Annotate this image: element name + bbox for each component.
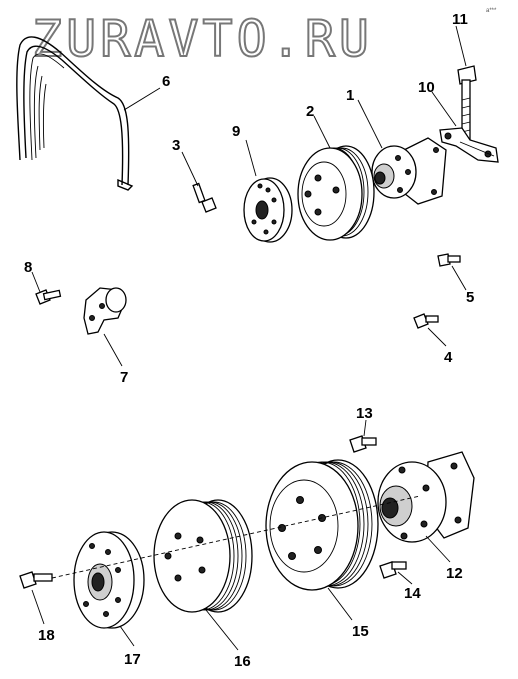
- callout-13: 13: [356, 405, 373, 422]
- callout-18: 18: [38, 627, 55, 644]
- bolt-14: [379, 561, 407, 579]
- bolt-5: [437, 253, 461, 267]
- middle-pulley: [153, 499, 253, 613]
- callout-8: 8: [24, 259, 32, 276]
- callout-2: 2: [306, 103, 314, 120]
- callout-14: 14: [404, 585, 421, 602]
- tensioner-assembly: [371, 137, 447, 205]
- tensioner-bracket: [83, 287, 127, 335]
- callout-17: 17: [124, 651, 141, 668]
- large-pulley: [297, 145, 375, 241]
- callout-6: 6: [162, 73, 170, 90]
- bolt-13: [349, 435, 377, 453]
- drive-belt: [16, 36, 134, 191]
- callout-10: 10: [418, 79, 435, 96]
- callout-5: 5: [466, 289, 474, 306]
- callout-1: 1: [346, 87, 354, 104]
- callout-16: 16: [234, 653, 251, 670]
- bolt-8: [35, 289, 62, 305]
- bolt-4: [413, 313, 439, 329]
- callout-4: 4: [444, 349, 453, 366]
- callout-12: 12: [446, 565, 463, 582]
- watermark-text: ZURAVTO.RU: [32, 10, 373, 68]
- callout-3: 3: [172, 137, 180, 154]
- main-pulley: [265, 459, 379, 591]
- corner-mark: a***: [486, 8, 497, 14]
- bolt-18: [19, 571, 53, 589]
- callout-15: 15: [352, 623, 369, 640]
- callout-9: 9: [232, 123, 240, 140]
- damper-pulley: [243, 177, 293, 243]
- crank-damper-pulley: [73, 531, 145, 629]
- callout-11: 11: [452, 11, 468, 28]
- callout-7: 7: [120, 369, 128, 386]
- housing-assembly: [377, 451, 475, 543]
- bracket: [439, 127, 499, 163]
- bolt-3: [192, 182, 217, 213]
